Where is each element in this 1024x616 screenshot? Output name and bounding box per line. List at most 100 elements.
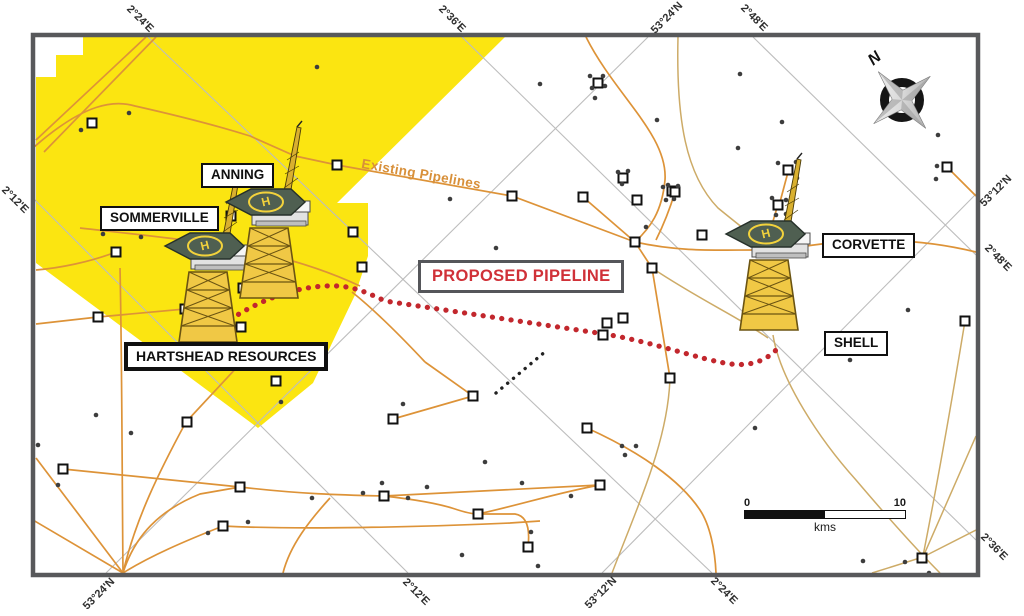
spot-marker [447, 196, 453, 202]
spot-marker [933, 176, 939, 182]
well-marker[interactable] [617, 172, 629, 184]
label-anning[interactable]: ANNING [201, 163, 275, 188]
spot-marker [78, 127, 84, 133]
scale-unit-label: kms [814, 520, 836, 534]
spot-marker [459, 552, 465, 558]
well-marker[interactable] [270, 375, 282, 387]
compass-star [873, 71, 931, 129]
spot-marker [622, 452, 628, 458]
spot-marker [100, 231, 106, 237]
spot-marker [379, 480, 385, 486]
well-marker[interactable] [696, 229, 708, 241]
spot-marker [602, 83, 608, 89]
spot-marker [643, 224, 649, 230]
spot-marker [860, 558, 866, 564]
well-marker[interactable] [387, 413, 399, 425]
well-marker[interactable] [472, 508, 484, 520]
spot-marker [568, 493, 574, 499]
spot-marker [314, 64, 320, 70]
spot-marker [35, 442, 41, 448]
spot-marker [589, 85, 595, 91]
well-marker[interactable] [234, 481, 246, 493]
scale-start-value: 0 [744, 497, 751, 509]
scale-bar-filled-half [745, 511, 825, 518]
spot-marker [935, 132, 941, 138]
label-corvette[interactable]: CORVETTE [822, 233, 916, 258]
well-marker[interactable] [92, 311, 104, 323]
well-marker[interactable] [617, 312, 629, 324]
well-marker[interactable] [110, 246, 122, 258]
well-marker[interactable] [592, 77, 604, 89]
well-marker[interactable] [331, 159, 343, 171]
spot-marker [537, 81, 543, 87]
well-marker[interactable] [959, 315, 971, 327]
spot-marker [633, 443, 639, 449]
spot-marker [126, 110, 132, 116]
spot-marker [587, 73, 593, 79]
well-marker[interactable] [235, 321, 247, 333]
platform-icon-corvette[interactable] [725, 152, 811, 331]
spot-marker [619, 181, 625, 187]
well-marker[interactable] [631, 194, 643, 206]
well-marker[interactable] [669, 186, 681, 198]
spot-marker [535, 563, 541, 569]
well-marker[interactable] [916, 552, 928, 564]
well-marker[interactable] [467, 390, 479, 402]
well-marker[interactable] [57, 463, 69, 475]
compass-rose: N [865, 48, 931, 129]
compass-ring [880, 78, 924, 122]
well-marker[interactable] [181, 416, 193, 428]
spot-marker [309, 495, 315, 501]
well-marker[interactable] [217, 520, 229, 532]
spot-marker [905, 307, 911, 313]
label-sommerville[interactable]: SOMMERVILLE [100, 206, 219, 231]
spot-marker [663, 197, 669, 203]
well-marker[interactable] [664, 372, 676, 384]
spot-marker [93, 412, 99, 418]
spot-marker [934, 163, 940, 169]
dotted-boundary-line [494, 349, 548, 395]
scale-bar-empty-half [825, 511, 905, 518]
well-marker[interactable] [581, 422, 593, 434]
spot-marker [902, 559, 908, 565]
scale-bar: 0 10 kms [744, 497, 906, 534]
well-marker[interactable] [772, 199, 784, 211]
well-marker[interactable] [506, 190, 518, 202]
well-marker[interactable] [782, 164, 794, 176]
spot-marker [671, 196, 677, 202]
well-marker[interactable] [601, 317, 613, 329]
spot-marker [55, 482, 61, 488]
compass-north-label: N [865, 48, 885, 69]
spot-marker [625, 168, 631, 174]
spot-marker [278, 399, 284, 405]
well-marker[interactable] [347, 226, 359, 238]
spot-marker [519, 480, 525, 486]
well-marker[interactable] [597, 329, 609, 341]
well-marker[interactable] [594, 479, 606, 491]
well-marker[interactable] [356, 261, 368, 273]
well-marker[interactable] [378, 490, 390, 502]
label-shell[interactable]: SHELL [824, 331, 889, 356]
well-marker[interactable] [86, 117, 98, 129]
well-marker[interactable] [577, 191, 589, 203]
spot-marker [405, 495, 411, 501]
spot-marker [735, 145, 741, 151]
spot-marker [128, 430, 134, 436]
spot-marker [138, 234, 144, 240]
well-marker[interactable] [646, 262, 658, 274]
spot-marker [847, 357, 853, 363]
spot-marker [528, 529, 534, 535]
spot-markers-layer [35, 64, 941, 573]
spot-marker [493, 245, 499, 251]
spot-marker [779, 119, 785, 125]
spot-marker [592, 95, 598, 101]
proposed-pipeline-label: PROPOSED PIPELINE [418, 260, 625, 293]
label-hartshead-resources[interactable]: HARTSHEAD RESOURCES [124, 342, 329, 372]
well-marker[interactable] [629, 236, 641, 248]
well-marker[interactable] [522, 541, 534, 553]
spot-marker [400, 401, 406, 407]
well-marker[interactable] [941, 161, 953, 173]
scale-bar-graphic [744, 510, 906, 519]
